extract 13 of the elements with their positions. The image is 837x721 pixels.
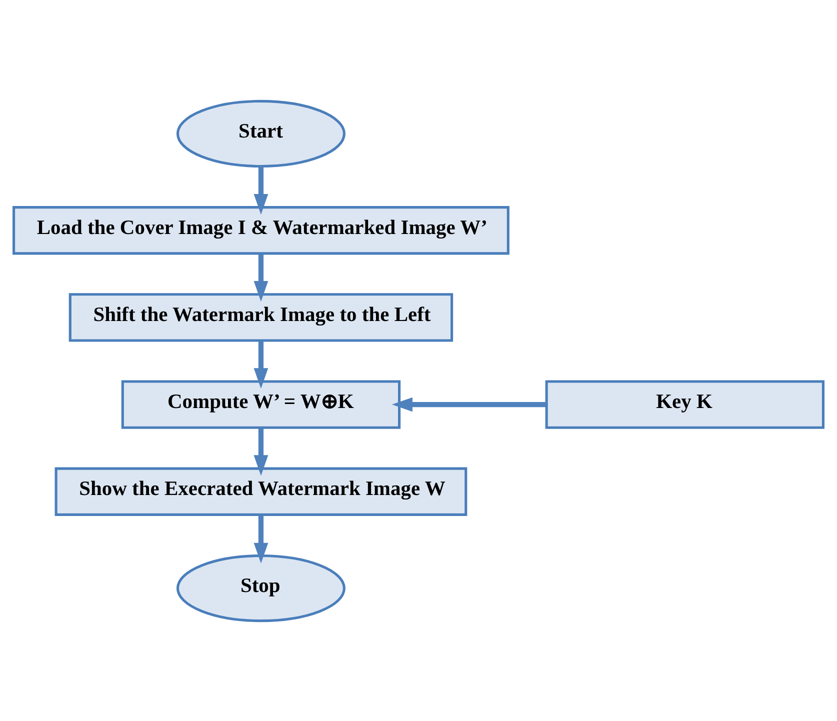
node-ellipse: Start xyxy=(176,99,346,168)
node-box: Shift the Watermark Image to the Left xyxy=(68,292,454,342)
arrow xyxy=(254,253,268,302)
arrow xyxy=(254,166,268,214)
node-box: Load the Cover Image I & Watermarked Image W’ xyxy=(12,206,510,254)
node-box: Show the Execrated Watermark Image W xyxy=(54,466,468,516)
node-ellipse: Stop xyxy=(176,554,346,622)
node-box: Compute W’ = W⊕K xyxy=(121,380,401,428)
node-box: Key K xyxy=(545,380,824,428)
arrow xyxy=(392,396,546,412)
arrow xyxy=(254,340,268,388)
arrow xyxy=(254,514,268,563)
arrow xyxy=(254,428,268,476)
